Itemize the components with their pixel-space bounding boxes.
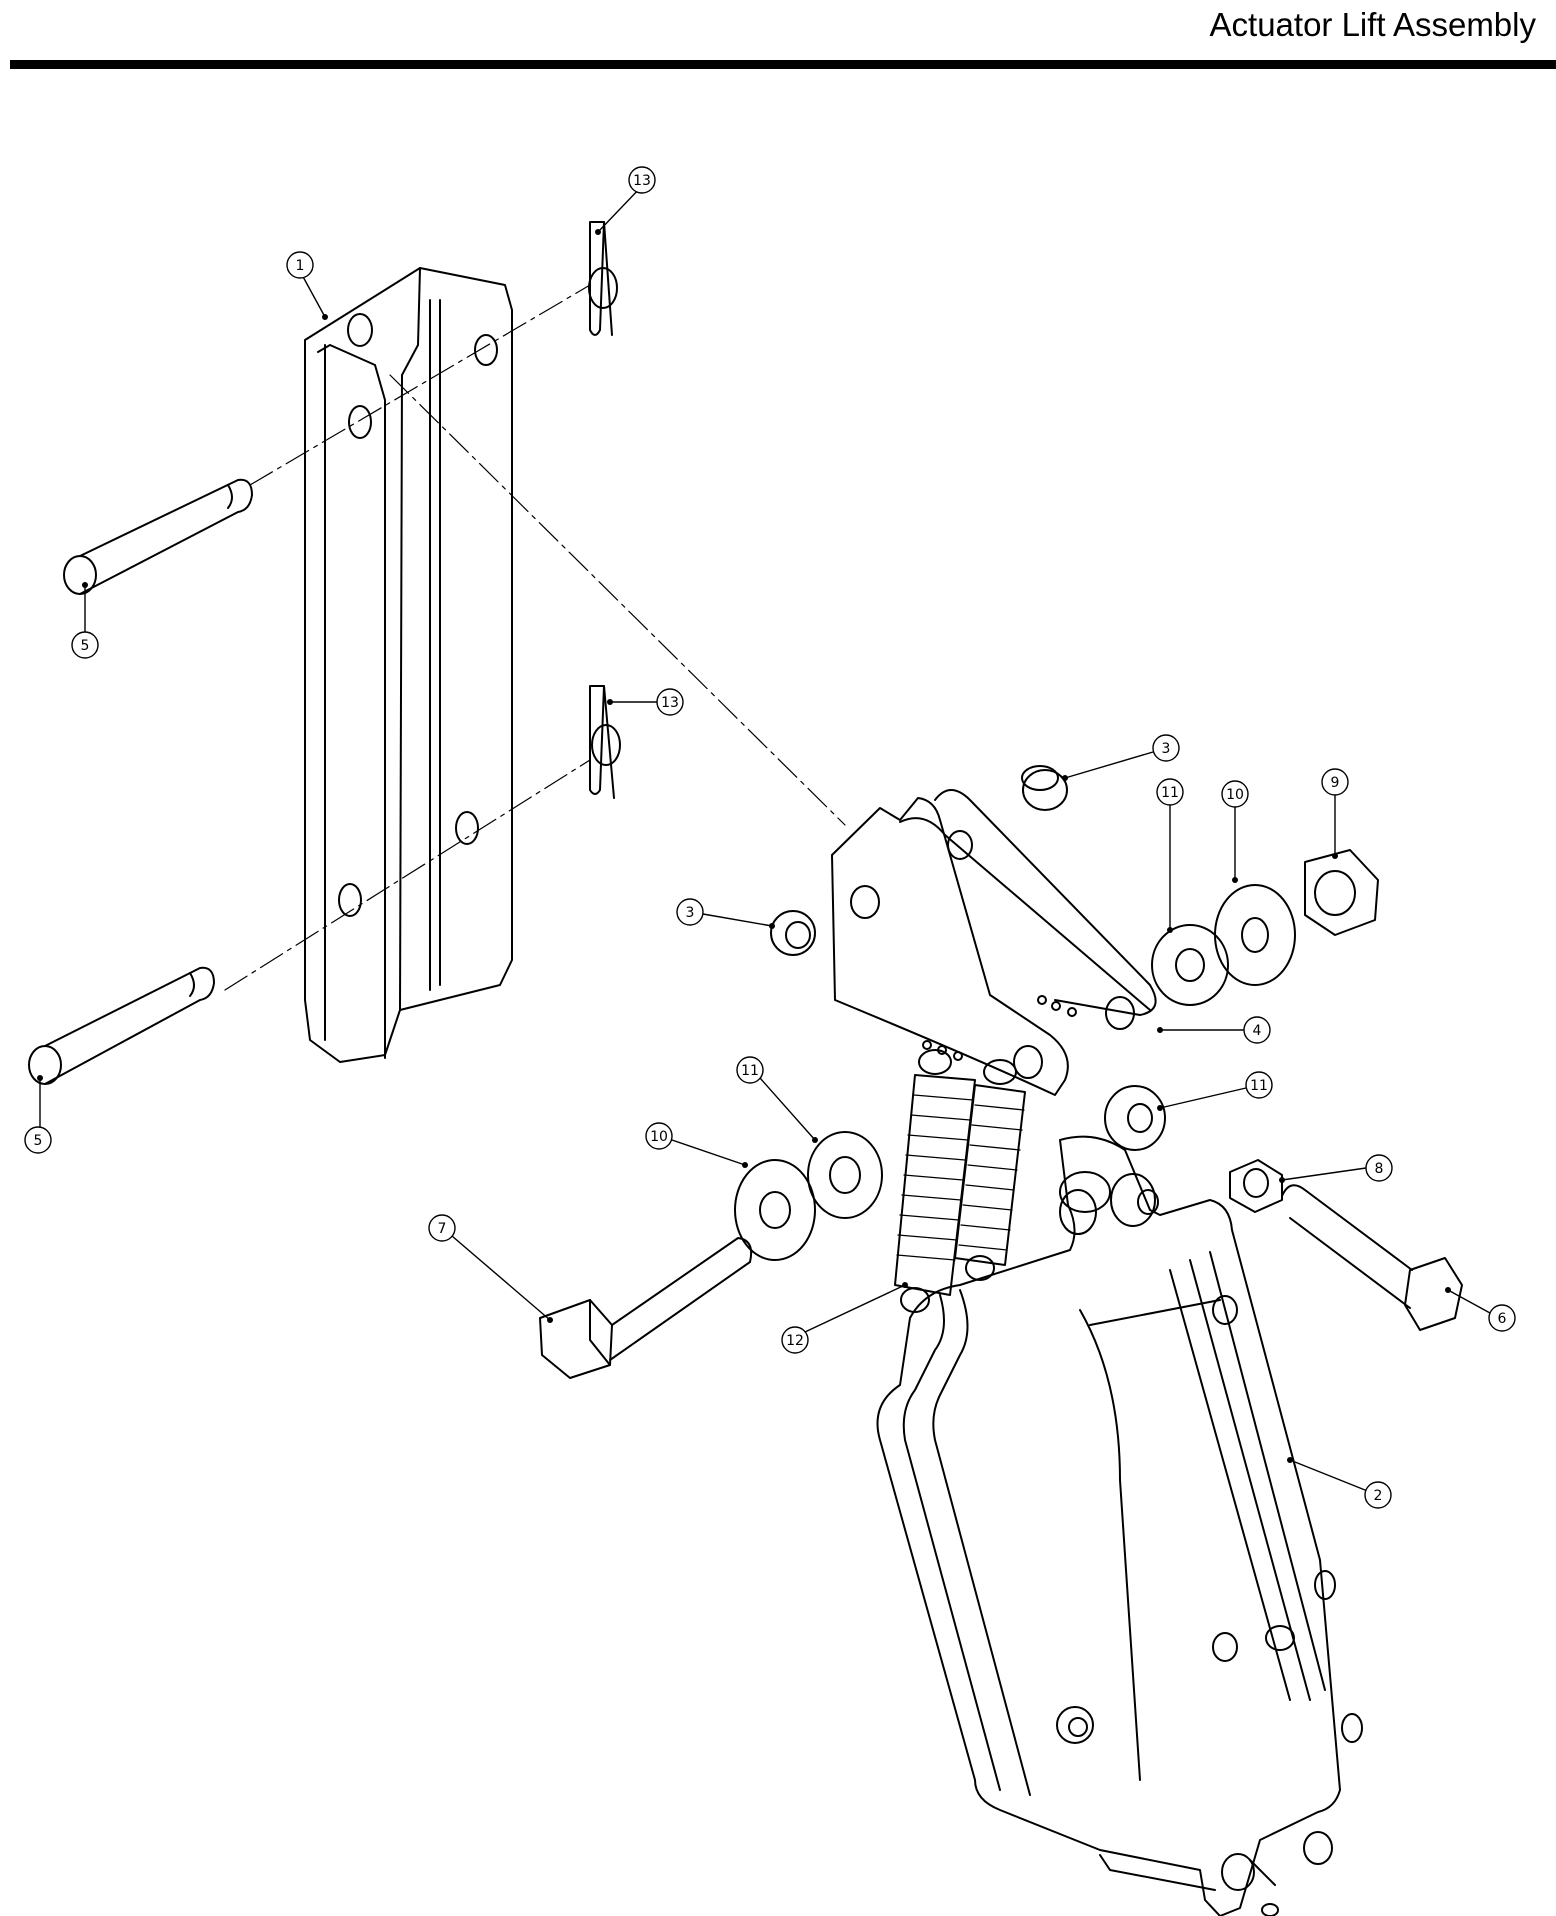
callout-circle bbox=[645, 1122, 673, 1150]
page-title: Actuator Lift Assembly bbox=[1209, 6, 1536, 43]
hairpin-clip-upper bbox=[588, 221, 618, 336]
callout-label: 5 bbox=[81, 638, 90, 654]
hex-nut-upper bbox=[1304, 849, 1379, 936]
callout-circle bbox=[24, 1126, 52, 1154]
leader-arrowheads bbox=[37, 229, 1451, 1463]
clevis-pin-upper bbox=[63, 478, 253, 595]
washer-right bbox=[1104, 1085, 1166, 1151]
callout-label: 11 bbox=[741, 1063, 759, 1079]
callout-circle bbox=[628, 166, 656, 194]
title-rule bbox=[10, 60, 1556, 69]
hex-bolt-left bbox=[539, 1237, 753, 1379]
callout-label: 3 bbox=[686, 905, 695, 921]
callout-circle bbox=[1488, 1304, 1516, 1332]
callout-label: 6 bbox=[1498, 1311, 1507, 1327]
washer-left bbox=[807, 1131, 883, 1219]
callout-label: 9 bbox=[1331, 775, 1340, 791]
mount-plate bbox=[831, 789, 1157, 1096]
callouts: 13 1 5 13 3 11 10 9 3 4 bbox=[24, 166, 1516, 1509]
callout-label: 12 bbox=[786, 1333, 804, 1349]
callout-label: 7 bbox=[438, 1221, 447, 1237]
callout-label: 11 bbox=[1250, 1078, 1268, 1094]
channel-bracket bbox=[304, 267, 513, 1063]
washer-upper bbox=[1151, 924, 1229, 1006]
bushing-left bbox=[770, 910, 816, 956]
hex-nut-lower bbox=[1229, 1159, 1283, 1213]
flat-washer-left bbox=[734, 1159, 816, 1261]
callout-label: 11 bbox=[1161, 785, 1179, 801]
extension-springs bbox=[894, 1049, 1026, 1313]
callout-circle bbox=[1365, 1154, 1393, 1182]
bushing-right bbox=[1021, 765, 1068, 811]
callout-label: 13 bbox=[633, 173, 651, 189]
clevis-pin-lower bbox=[28, 966, 215, 1085]
callout-label: 10 bbox=[650, 1129, 668, 1145]
callout-circle bbox=[286, 251, 314, 279]
callout-circle bbox=[676, 898, 704, 926]
assembly-axis-lines bbox=[224, 284, 846, 991]
callout-label: 4 bbox=[1253, 1023, 1262, 1039]
callout-circle bbox=[1245, 1071, 1273, 1099]
flat-washer-upper bbox=[1214, 884, 1296, 986]
callout-label: 10 bbox=[1226, 787, 1244, 803]
callout-circle bbox=[1243, 1016, 1271, 1044]
hex-bolt-right bbox=[1281, 1184, 1463, 1331]
callout-circle bbox=[1364, 1481, 1392, 1509]
callout-circle bbox=[428, 1214, 456, 1242]
callout-circle bbox=[1321, 768, 1349, 796]
hairpin-clip-lower bbox=[589, 685, 621, 799]
callout-label: 1 bbox=[296, 258, 305, 274]
callout-label: 5 bbox=[34, 1133, 43, 1149]
callout-circle bbox=[736, 1056, 764, 1084]
callout-circle bbox=[1152, 734, 1180, 762]
callout-label: 8 bbox=[1375, 1161, 1384, 1177]
callout-label: 13 bbox=[661, 695, 679, 711]
callout-circle bbox=[1156, 778, 1184, 806]
actuator-body bbox=[876, 1135, 1363, 1916]
callout-circle bbox=[656, 688, 684, 716]
callout-label: 2 bbox=[1374, 1488, 1383, 1504]
callout-circle bbox=[781, 1326, 809, 1354]
callout-circle bbox=[71, 631, 99, 659]
callout-circle bbox=[1221, 780, 1249, 808]
callout-label: 3 bbox=[1162, 741, 1171, 757]
